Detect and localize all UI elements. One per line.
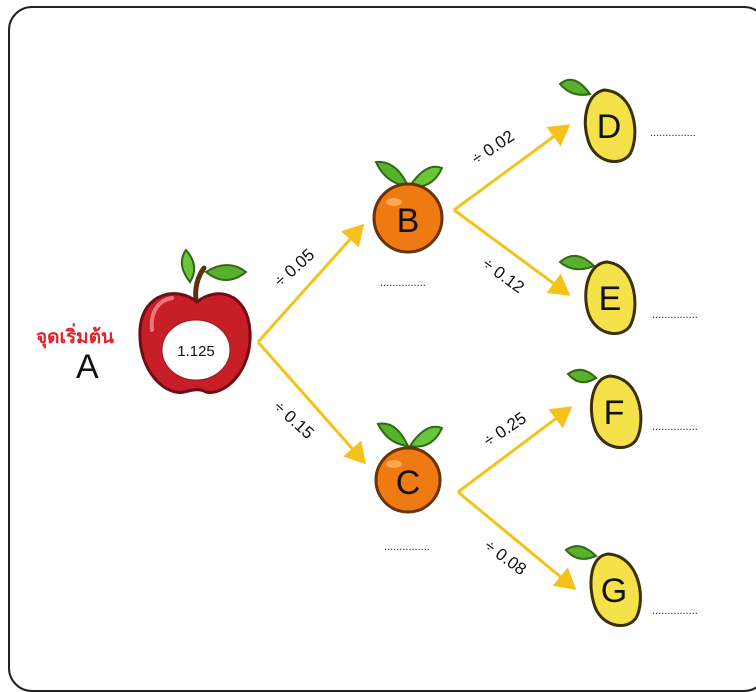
- node-a-letter: A: [76, 348, 99, 386]
- lemon-body-icon: [583, 88, 637, 163]
- apple-stem-icon: [193, 265, 207, 303]
- start-value: 1.125: [177, 343, 215, 360]
- arrow-c-to-g: [457, 490, 577, 590]
- orange-leaf-icon: [408, 425, 444, 448]
- arrow-a-to-b: [256, 223, 365, 344]
- orange-node-b: B: [372, 160, 444, 254]
- start-label: จุดเริ่มต้น: [36, 326, 115, 348]
- lemon-node-f: F ...............: [566, 368, 698, 449]
- apple-leaf-icon: [180, 248, 196, 284]
- lemon-leaf-icon: [558, 255, 596, 271]
- answer-blank-c[interactable]: ...............: [384, 541, 430, 553]
- node-g-letter: G: [601, 572, 627, 610]
- orange-node-c: C: [374, 422, 444, 514]
- op-label-a-c: ÷ 0.15: [270, 397, 318, 443]
- lemon-body-icon: [589, 374, 643, 449]
- lemon-leaf-icon: [564, 545, 598, 560]
- lemon-leaf-icon: [566, 368, 598, 384]
- node-d-letter: D: [597, 108, 622, 146]
- answer-blank-g[interactable]: ...............: [652, 605, 698, 617]
- orange-leaf-icon: [374, 160, 410, 188]
- answer-blank-e[interactable]: ...............: [652, 309, 698, 321]
- answer-blank-d[interactable]: ...............: [650, 127, 696, 139]
- arrow-a-to-c: [256, 341, 366, 465]
- lemon-leaf-icon: [558, 78, 592, 96]
- apple-leaf-icon: [204, 264, 248, 281]
- node-e-letter: E: [599, 280, 622, 318]
- arrow-c-to-f: [457, 406, 573, 494]
- lemon-node-g: G ...............: [564, 545, 698, 627]
- apple-node-a: 1.125: [138, 248, 252, 394]
- node-c-letter: C: [396, 464, 421, 502]
- answer-blank-b[interactable]: ...............: [380, 277, 426, 289]
- lemon-node-e: E ...............: [558, 255, 698, 335]
- orange-leaf-icon: [376, 422, 410, 448]
- op-label-b-d: ÷ 0.02: [468, 126, 518, 168]
- arrows: [256, 124, 577, 590]
- lemon-node-d: D ...............: [558, 78, 696, 163]
- start-value-badge: [161, 319, 231, 381]
- node-f-letter: F: [604, 394, 625, 432]
- arrow-b-to-e: [453, 208, 571, 296]
- lemon-body-icon: [584, 260, 637, 335]
- op-label-c-g: ÷ 0.08: [481, 536, 530, 579]
- lemon-body-icon: [589, 552, 642, 627]
- arrow-b-to-d: [453, 124, 571, 212]
- answer-blank-f[interactable]: ...............: [652, 421, 698, 433]
- node-b-letter: B: [397, 202, 420, 240]
